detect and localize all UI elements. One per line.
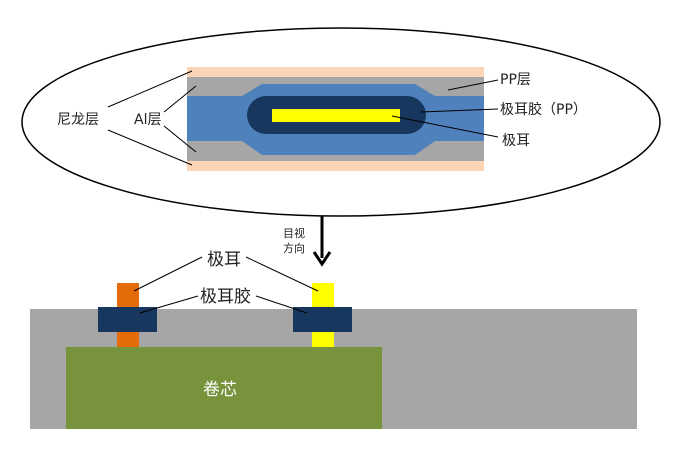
- label-view-direction-line2: 方向: [283, 241, 305, 255]
- label-tab-bottom: 极耳: [207, 250, 241, 270]
- leader-al-upper: [163, 85, 197, 113]
- label-pp-layer: PP层: [500, 72, 531, 88]
- view-direction-arrowhead: [312, 251, 332, 267]
- leader-tab-glue: [420, 108, 499, 113]
- leader-glue-right: [255, 295, 308, 314]
- label-tab-glue-bottom: 极耳胶: [200, 287, 251, 307]
- leader-tab-cross: [391, 115, 499, 138]
- tab-glue-right: [293, 307, 352, 332]
- jelly-roll: [66, 347, 382, 429]
- leader-tab-right: [245, 256, 319, 292]
- leader-pp-layer: [447, 79, 499, 91]
- leader-tab-left: [133, 256, 203, 292]
- label-view-direction-line1: 目视: [283, 226, 305, 240]
- label-al-layer: Al层: [134, 112, 161, 128]
- leader-glue-left: [139, 295, 199, 314]
- leader-nylon-upper: [107, 70, 193, 108]
- label-tab-glue-pp: 极耳胶（PP）: [500, 101, 587, 118]
- tab-metal-cross-section: [272, 109, 400, 122]
- leader-nylon-lower: [107, 129, 193, 166]
- leader-al-lower: [163, 125, 197, 153]
- label-jelly-roll: 卷芯: [203, 380, 237, 400]
- label-nylon-layer: 尼龙层: [57, 112, 99, 128]
- label-tab-cross: 极耳: [502, 133, 530, 149]
